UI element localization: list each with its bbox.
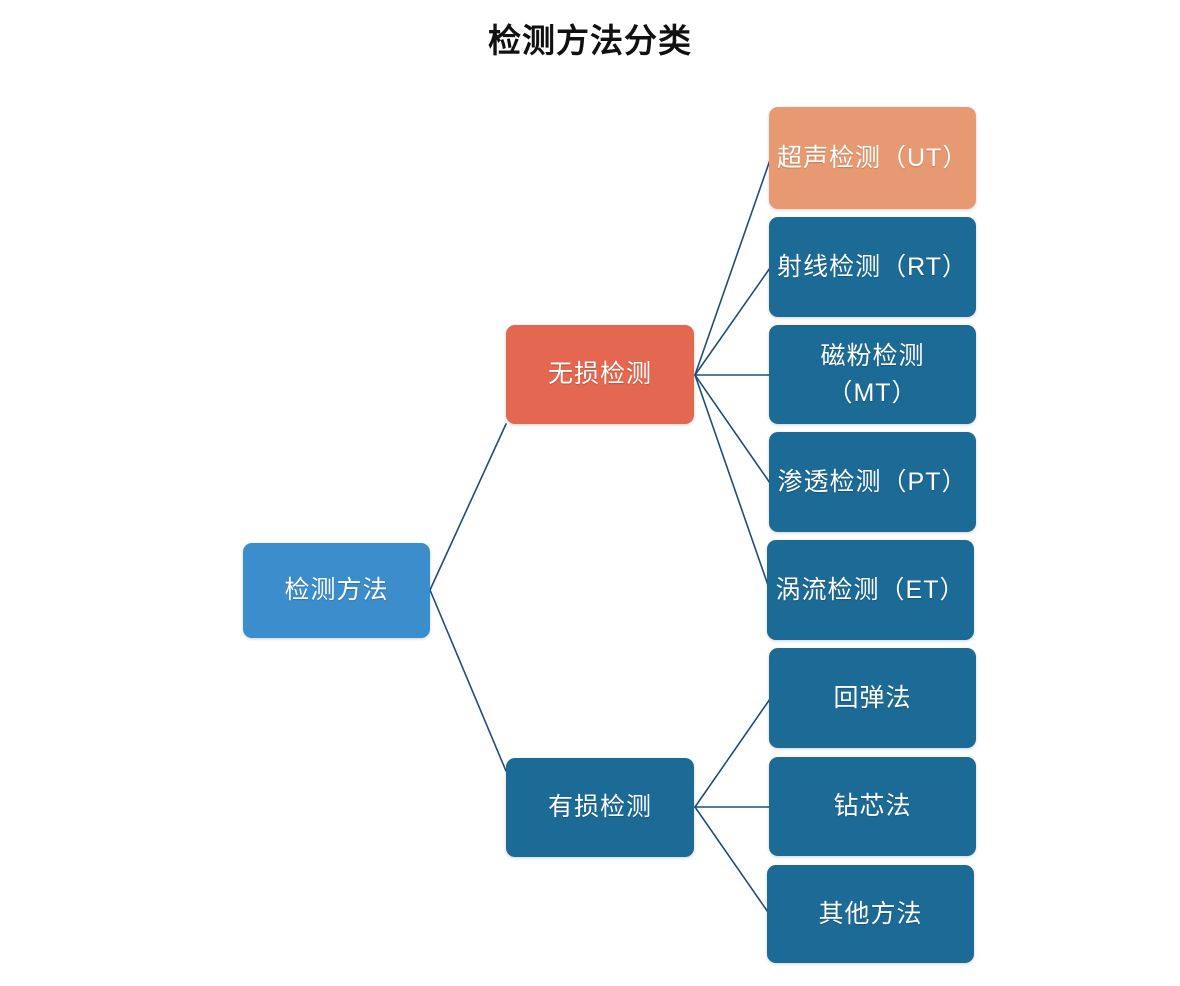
node-et-label: 涡流检测（ET） — [775, 575, 966, 604]
edge-ndt-to-rt — [694, 267, 771, 376]
node-other-label: 其他方法 — [818, 899, 923, 928]
node-dt-label: 有损检测 — [547, 793, 652, 822]
node-root-label: 检测方法 — [284, 576, 389, 605]
node-dt[interactable]: 有损检测 — [506, 758, 694, 857]
node-coring[interactable]: 钻芯法 — [769, 757, 976, 856]
node-other[interactable]: 其他方法 — [767, 865, 974, 963]
node-et[interactable]: 涡流检测（ET） — [767, 540, 974, 640]
node-rt[interactable]: 射线检测（RT） — [769, 217, 976, 317]
node-pt-label: 渗透检测（PT） — [777, 467, 968, 496]
node-ut[interactable]: 超声检测（UT） — [769, 107, 976, 209]
edge-root-to-ndt — [429, 423, 507, 591]
node-mt[interactable]: 磁粉检测（MT） — [769, 325, 976, 424]
edge-ndt-to-ut — [694, 159, 771, 376]
edge-ndt-to-et — [694, 374, 771, 592]
node-rebound[interactable]: 回弹法 — [769, 648, 976, 748]
node-ndt[interactable]: 无损检测 — [506, 325, 694, 424]
node-pt[interactable]: 渗透检测（PT） — [769, 432, 976, 532]
edge-dt-to-rebound — [694, 698, 771, 808]
node-rebound-label: 回弹法 — [833, 683, 912, 712]
node-mt-label: 磁粉检测（MT） — [820, 342, 925, 407]
node-ut-label: 超声检测（UT） — [777, 143, 969, 172]
edge-ndt-to-pt — [694, 374, 771, 484]
node-root[interactable]: 检测方法 — [243, 543, 430, 638]
edge-dt-to-other — [694, 806, 771, 916]
page-title: 检测方法分类 — [488, 24, 692, 60]
edge-root-to-dt — [429, 589, 507, 772]
node-rt-label: 射线检测（RT） — [777, 252, 968, 281]
node-ndt-label: 无损检测 — [547, 360, 652, 389]
node-coring-label: 钻芯法 — [833, 792, 912, 821]
